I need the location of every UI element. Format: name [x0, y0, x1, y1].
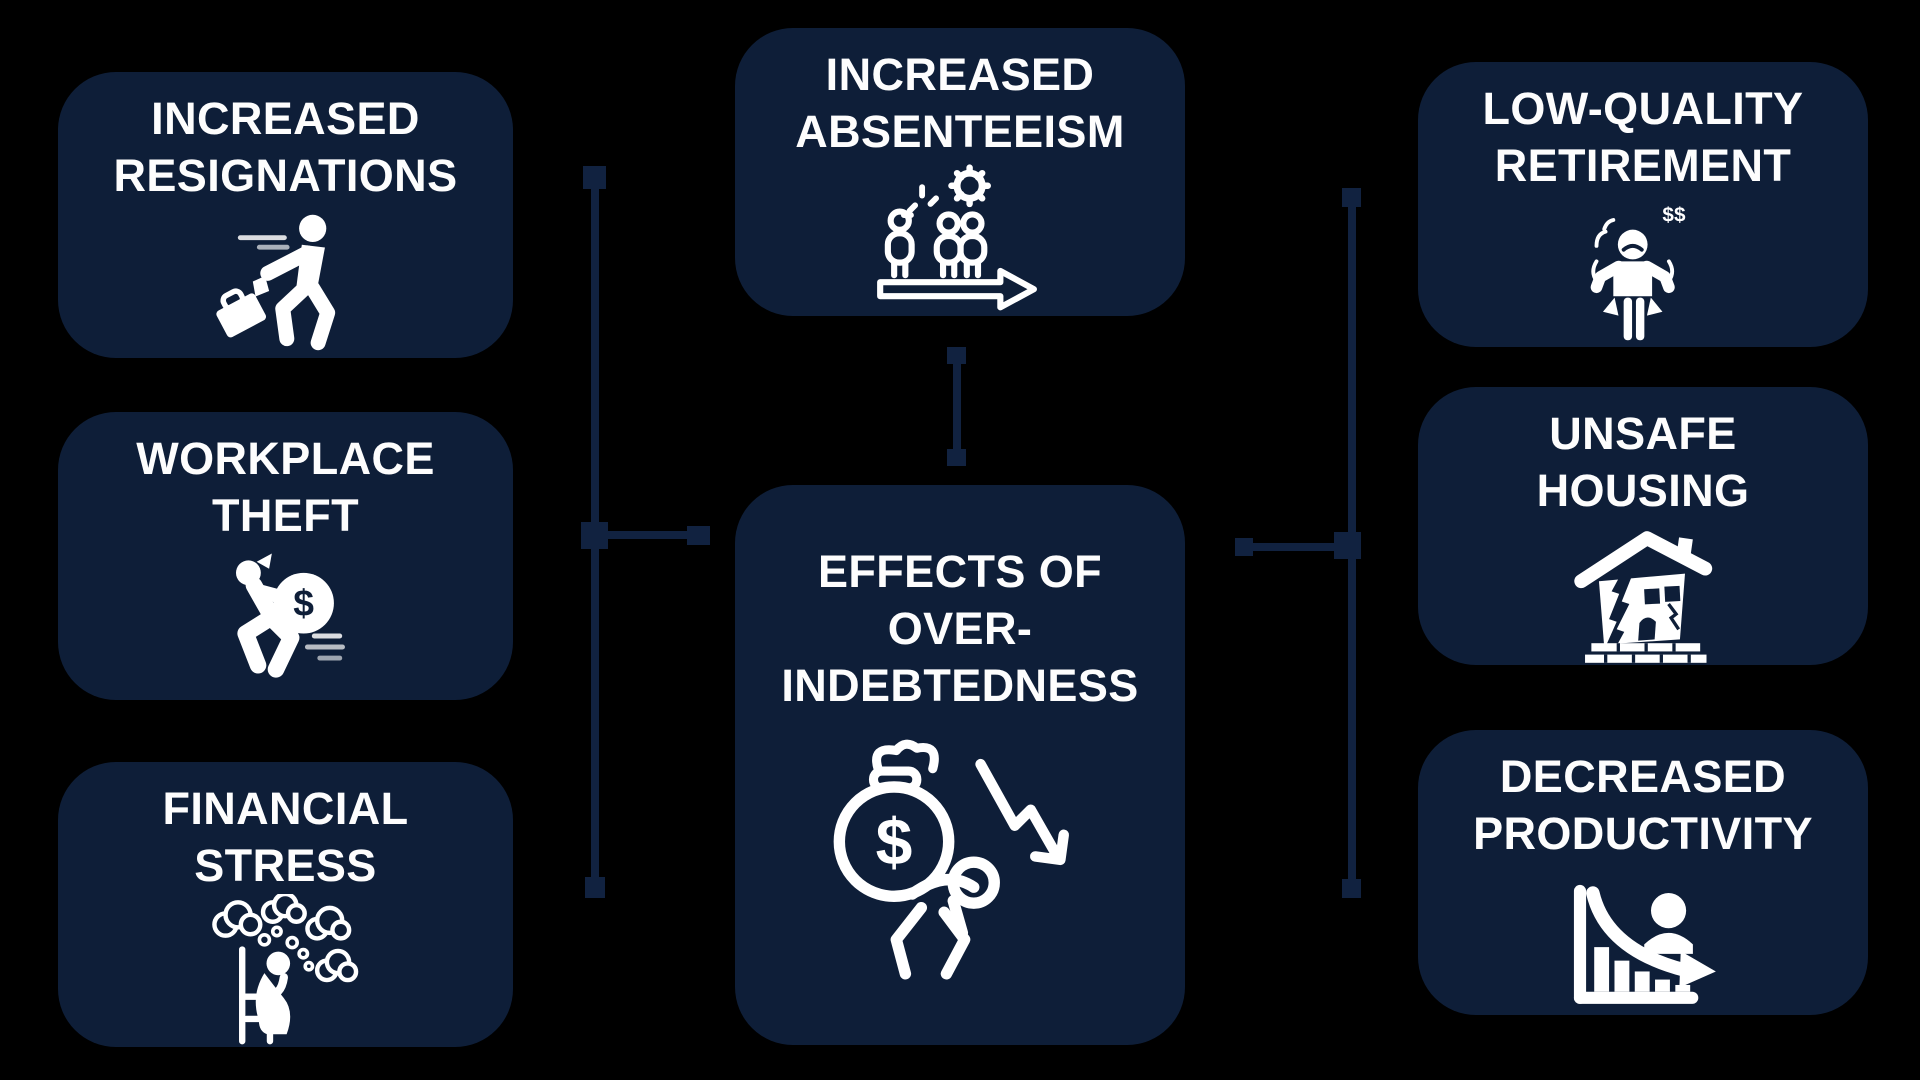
node-title-line: RETIREMENT: [1494, 140, 1792, 192]
node-title-line: LOW-QUALITY: [1482, 83, 1804, 134]
declining-bar-chart-person-icon: [1574, 885, 1717, 1005]
connector-center-line: [953, 356, 961, 458]
node-title: DECREASED PRODUCTIVITY: [1473, 748, 1813, 862]
node-title: WORKPLACE THEFT: [136, 430, 435, 544]
node-title: UNSAFE HOUSING: [1537, 405, 1750, 519]
connector-left-branch-line: [595, 531, 700, 539]
employee-quitting-briefcase-icon: [216, 215, 336, 351]
node-title: INCREASED ABSENTEEISM: [795, 46, 1124, 160]
node-workplace-theft: WORKPLACE THEFT $: [58, 412, 513, 700]
node-title-line: EFFECTS OF: [817, 546, 1102, 597]
node-title-line: WORKPLACE: [136, 433, 435, 484]
node-increased-resignations: INCREASED RESIGNATIONS: [58, 72, 513, 358]
node-title: INCREASED RESIGNATIONS: [114, 90, 458, 204]
thief-running-money-bag-icon: $: [235, 553, 345, 678]
connector-right-branch-line: [1244, 543, 1344, 551]
empty-pockets-person-icon: $$: [1590, 204, 1686, 341]
node-low-quality-retirement: LOW-QUALITY RETIREMENT $$: [1418, 62, 1868, 347]
node-title: FINANCIAL STRESS: [162, 780, 408, 894]
node-title-line: OVER-: [887, 603, 1033, 655]
node-decreased-productivity: DECREASED PRODUCTIVITY: [1418, 730, 1868, 1015]
node-title-line: ABSENTEEISM: [795, 106, 1125, 158]
node-title-line: INCREASED: [151, 93, 420, 144]
connector-right-bottom-node: [1342, 879, 1361, 898]
node-increased-absenteeism: INCREASED ABSENTEEISM: [735, 28, 1185, 316]
svg-text:$: $: [876, 805, 913, 879]
node-financial-stress: FINANCIAL STRESS: [58, 762, 513, 1047]
stressed-person-thought-clouds-icon: [212, 894, 359, 1045]
node-title-line: RESIGNATIONS: [113, 150, 458, 202]
node-title-line: INDEBTEDNESS: [781, 660, 1139, 712]
node-title-line: INCREASED: [825, 49, 1095, 100]
node-title-line: FINANCIAL: [162, 783, 409, 834]
money-bag-burden-decline-arrow-icon: $: [833, 740, 1069, 980]
node-title-line: UNSAFE: [1549, 408, 1737, 459]
connector-right-branch-node: [1235, 538, 1253, 556]
node-title: LOW-QUALITY RETIREMENT: [1483, 80, 1804, 194]
svg-text:$$: $$: [1662, 204, 1686, 227]
connector-left-bottom-node: [585, 877, 605, 898]
node-title-line: DECREASED: [1499, 751, 1787, 802]
node-unsafe-housing: UNSAFE HOUSING: [1418, 387, 1868, 665]
node-title-line: THEFT: [212, 490, 359, 542]
connector-right-top-node: [1342, 188, 1361, 207]
svg-text:$: $: [293, 582, 314, 624]
connector-left-top-node: [583, 166, 606, 189]
connector-left-branch-node: [687, 526, 710, 545]
node-title: EFFECTS OF OVER- INDEBTEDNESS: [781, 543, 1138, 714]
absent-workers-gear-arrow-icon: [877, 164, 1038, 311]
node-title-line: PRODUCTIVITY: [1473, 808, 1813, 860]
node-title-line: HOUSING: [1536, 465, 1750, 517]
cracked-house-icon: [1574, 531, 1712, 664]
node-effects-of-over-indebtedness: EFFECTS OF OVER- INDEBTEDNESS $: [735, 485, 1185, 1045]
connector-center-bottom-node: [947, 449, 966, 466]
connector-center-top-node: [947, 347, 966, 364]
node-title-line: STRESS: [194, 840, 377, 892]
